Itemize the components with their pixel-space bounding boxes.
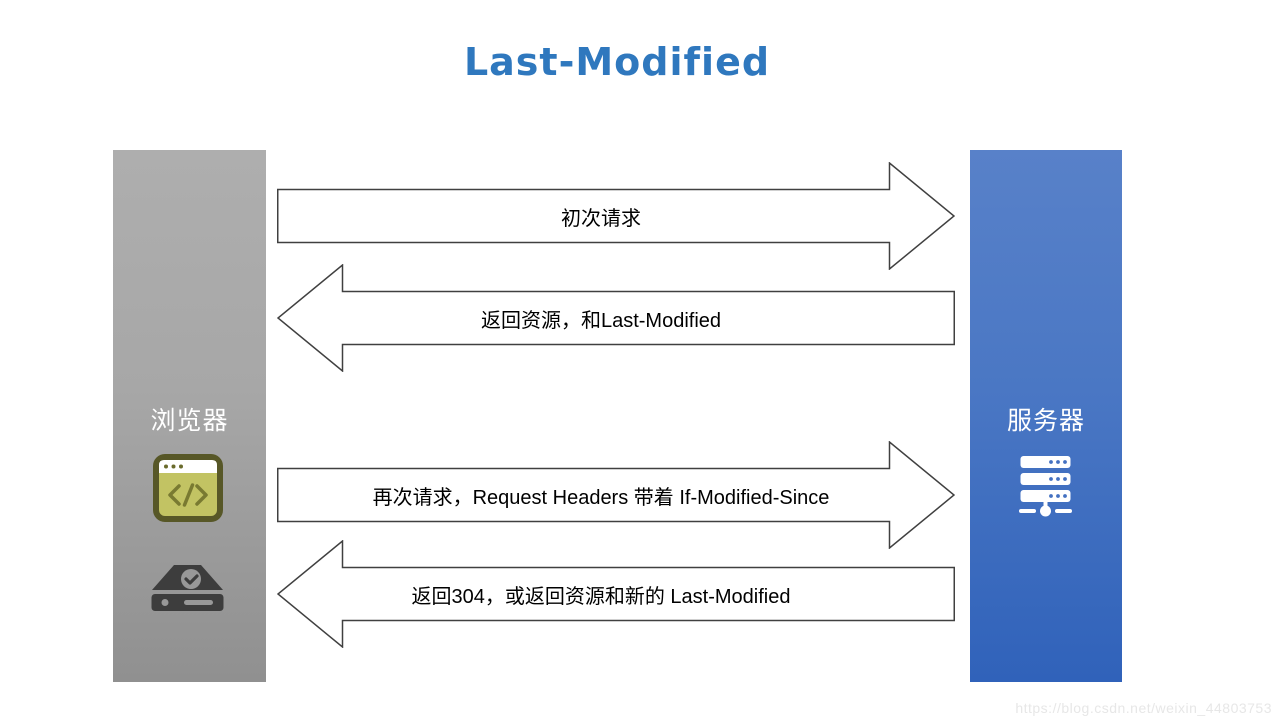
server-panel: 服务器 bbox=[970, 150, 1122, 682]
page-title: Last-Modified bbox=[463, 40, 771, 84]
arrow-label: 再次请求，Request Headers 带着 If-Modified-Sinc… bbox=[372, 486, 830, 509]
arrow-initial-request: 初次请求 bbox=[277, 162, 955, 270]
browser-window-code-icon bbox=[153, 454, 223, 522]
arrow-return-304: 返回304，或返回资源和新的 Last-Modified bbox=[277, 540, 955, 648]
left-arrow-shape bbox=[277, 264, 955, 372]
arrow-label: 初次请求 bbox=[561, 207, 641, 230]
right-arrow-shape bbox=[277, 162, 955, 270]
browser-label: 浏览器 bbox=[150, 407, 229, 435]
arrow-label: 返回资源，和Last-Modified bbox=[480, 309, 722, 332]
hard-drive-check-icon bbox=[151, 565, 224, 611]
arrow-revalidate-request: 再次请求，Request Headers 带着 If-Modified-Sinc… bbox=[277, 441, 955, 549]
right-arrow-shape bbox=[277, 441, 955, 549]
server-label: 服务器 bbox=[1006, 407, 1085, 435]
server-stack-network-icon bbox=[1019, 456, 1072, 517]
left-arrow-shape bbox=[277, 540, 955, 648]
arrow-return-last-modified: 返回资源，和Last-Modified bbox=[277, 264, 955, 372]
arrow-label: 返回304，或返回资源和新的 Last-Modified bbox=[411, 585, 791, 608]
browser-panel: 浏览器 bbox=[113, 150, 266, 682]
watermark: https://blog.csdn.net/weixin_44803753 bbox=[1015, 700, 1272, 716]
